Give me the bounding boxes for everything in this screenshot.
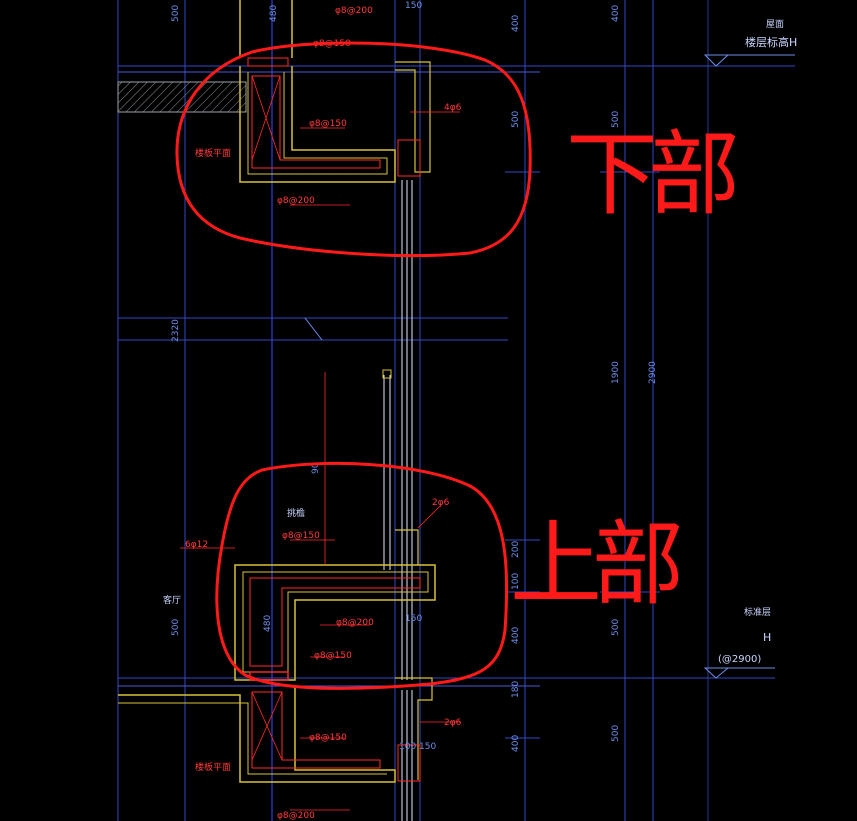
bottom-level-note: 标准层 — [744, 606, 771, 618]
rebar-bottom-inner: φ8@150 — [309, 733, 347, 743]
rebar-upper-bottom: φ8@200 — [277, 196, 315, 206]
markup-text-lower: 上部 — [510, 511, 680, 618]
blue-grid-lines — [117, 0, 795, 821]
rebar-upper-inner: φ8@150 — [309, 119, 347, 129]
upper-window-frame — [395, 61, 431, 173]
living-room-label: 客厅 — [163, 594, 181, 606]
eave-label: 挑檐 — [287, 507, 305, 519]
markup-upper: 下部 — [175, 41, 746, 258]
rebar-lower-bottom: φ8@200 — [336, 618, 374, 628]
dim-400-mid: 400 — [511, 627, 521, 644]
rebar-lower-stirrup: φ8@150 — [314, 651, 352, 661]
dim-1900: 1900 — [611, 361, 621, 384]
dim-2900: 2900 — [648, 361, 658, 384]
rebar-lower-side: 2φ6 — [432, 498, 450, 508]
dim-100: 100 — [511, 573, 521, 590]
rebar-lower-corner: 6φ12 — [185, 540, 208, 550]
upper-beam-inner — [247, 72, 388, 175]
dim-500-mid: 500 — [171, 619, 181, 636]
bottom-beam-outline — [118, 686, 396, 783]
top-level-label: 楼层标高H — [745, 35, 797, 49]
dim-500-right: 500 — [511, 111, 521, 128]
dim-500-top: 500 — [171, 5, 181, 22]
dim-400-top: 400 — [511, 15, 521, 32]
dim-2320: 2320 — [171, 319, 181, 342]
dim-500-far: 500 — [611, 111, 621, 128]
markup-lower: 上部 — [215, 461, 690, 690]
bottom-cross-2 — [251, 691, 283, 761]
dim-150-bot: 150 — [419, 742, 436, 752]
break-symbol — [304, 317, 323, 341]
upper-cross-2 — [251, 75, 281, 161]
lower-beam-label: 楼板平面 — [195, 761, 231, 773]
level-markers — [703, 54, 795, 679]
window-mullion — [382, 180, 413, 821]
markup-text-upper: 下部 — [566, 121, 736, 228]
lower-window-frame — [395, 529, 419, 565]
dim-180: 180 — [511, 681, 521, 698]
dim-400-bot: 400 — [511, 735, 521, 752]
rebar-bottom-bottom: φ8@200 — [277, 811, 315, 821]
dim-480-top: 480 — [269, 5, 279, 22]
dim-150-mid: 150 — [405, 614, 422, 624]
dim-100-bot: 100 — [399, 742, 416, 752]
upper-slab-detail — [117, 0, 460, 206]
dimension-labels: 500 480 150 400 500 500 400 2320 1900 29… — [171, 1, 658, 752]
top-level-note: 屋面 — [766, 19, 784, 30]
rebar-lower-tie: φ8@150 — [282, 531, 320, 541]
rebar-top-tie: φ8@200 — [335, 6, 373, 16]
bottom-slab-detail — [118, 677, 460, 811]
bottom-level-value: H — [763, 631, 771, 644]
bottom-rebar-cage — [251, 691, 381, 769]
room-labels: 楼板平面 楼板平面 挑檐 客厅 — [163, 147, 305, 773]
dim-150-top: 150 — [405, 1, 422, 11]
upper-beam-label: 楼板平面 — [195, 147, 231, 159]
upper-window-box — [397, 139, 421, 177]
dim-200: 200 — [511, 541, 521, 558]
bottom-window-frame — [395, 677, 433, 780]
dim-90: 90 — [311, 462, 321, 474]
sash-top — [382, 369, 392, 379]
bottom-beam-inner — [118, 702, 387, 775]
level-labels: 屋面 楼层标高H 标准层 H (@2900) — [718, 19, 797, 665]
rebar-upper-side: 4φ6 — [444, 103, 462, 113]
lower-leader-5 — [417, 505, 441, 529]
dim-400-far: 400 — [611, 5, 621, 22]
upper-beam-outline — [239, 66, 396, 183]
markup-circle-lower — [215, 461, 509, 690]
markup-circle-upper — [175, 41, 532, 258]
lower-beam-outline — [234, 564, 436, 681]
bottom-window-box — [397, 744, 421, 782]
dim-500-mid-right: 500 — [611, 619, 621, 636]
bottom-level-spacing: (@2900) — [718, 654, 761, 665]
rebar-bottom-side: 2φ6 — [444, 718, 462, 728]
lower-rebar-cage — [249, 577, 421, 667]
dim-480-mid: 480 — [263, 615, 273, 632]
dim-500-bot: 500 — [611, 725, 621, 742]
upper-slab-hatch — [117, 81, 247, 113]
upper-top-bar — [247, 57, 289, 67]
